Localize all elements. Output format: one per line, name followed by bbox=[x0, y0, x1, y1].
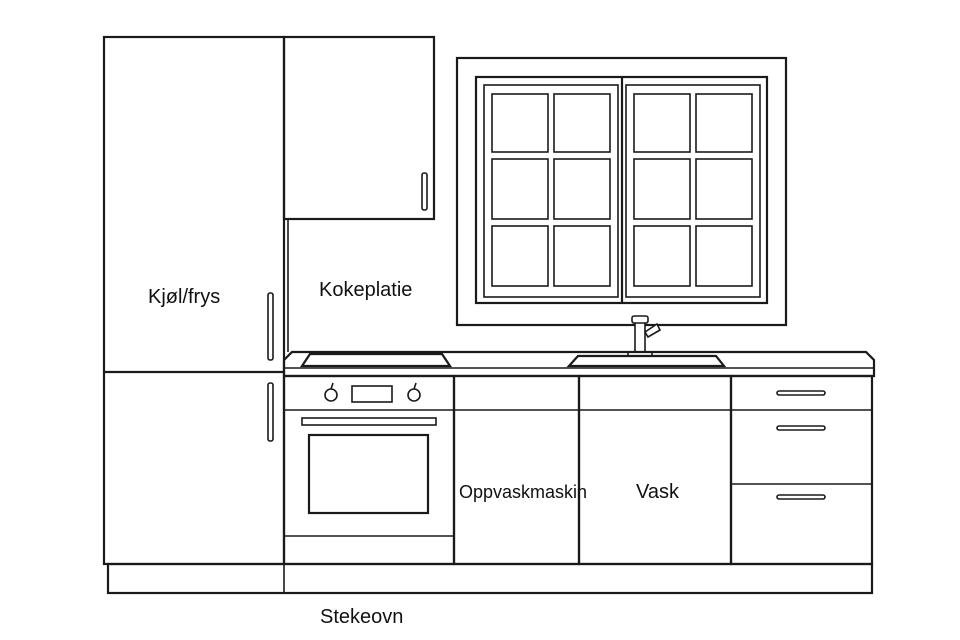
fridge-label: Kjøl/frys bbox=[148, 286, 220, 308]
cooktop-label: Kokeplatie bbox=[319, 279, 412, 301]
faucet-icon bbox=[627, 315, 662, 357]
plinth bbox=[106, 562, 874, 595]
window bbox=[455, 56, 788, 327]
oven-label: Stekeovn bbox=[320, 606, 403, 628]
oven-display-icon bbox=[351, 385, 393, 403]
dishwasher-label: Oppvaskmaskin bbox=[459, 482, 587, 502]
sink-label: Vask bbox=[636, 481, 680, 503]
oven-knob-right-icon bbox=[407, 388, 421, 402]
drawer-stack bbox=[729, 374, 874, 566]
drawer-handle-top bbox=[776, 390, 826, 396]
sink-cabinet bbox=[577, 374, 733, 566]
freezer-door-handle bbox=[267, 382, 274, 442]
base-cabinets bbox=[106, 374, 874, 595]
wall-cabinet-handle bbox=[421, 172, 428, 211]
sink-basin-icon bbox=[566, 354, 727, 368]
upper-wall-cabinet bbox=[282, 35, 436, 221]
oven-door-handle bbox=[301, 417, 437, 426]
dishwasher-unit bbox=[452, 374, 581, 566]
oven-knob-left-icon bbox=[324, 388, 338, 402]
drawer-handle-bottom bbox=[776, 494, 826, 500]
drawer-handle-middle bbox=[776, 425, 826, 431]
oven-window bbox=[307, 433, 430, 515]
fridge-door-handle bbox=[267, 292, 274, 361]
cooktop-icon bbox=[299, 352, 453, 368]
